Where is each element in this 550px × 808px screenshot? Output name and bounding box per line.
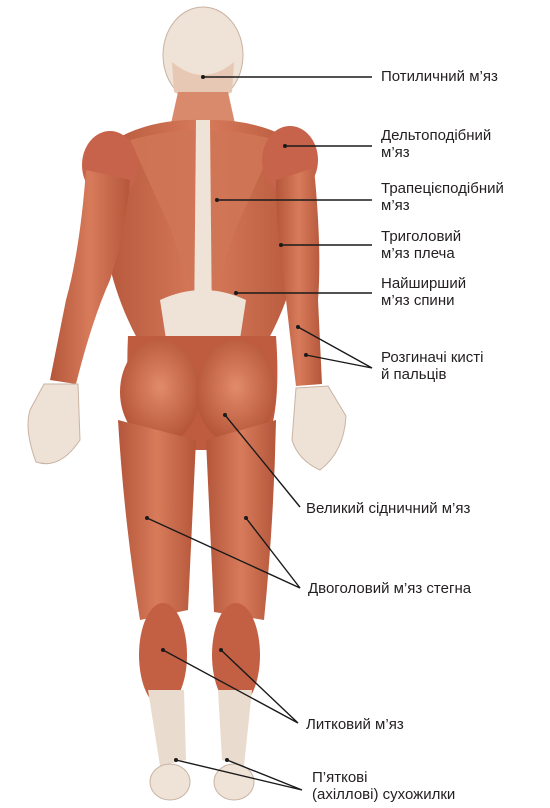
label-occipital: Потиличний м’яз: [381, 68, 498, 85]
dot-occipital: [201, 75, 205, 79]
label-line: (ахіллові) сухожилки: [312, 786, 455, 803]
left-hand: [28, 384, 80, 464]
label-line: Литковий м’яз: [306, 716, 404, 733]
label-latissimus: Найширший м’яз спини: [381, 275, 466, 309]
label-achilles: П’яткові (ахіллові) сухожилки: [312, 769, 455, 803]
human-figure-back-view: [28, 7, 346, 800]
dot-biceps-femoris-2: [244, 516, 248, 520]
dot-calf-2: [219, 648, 223, 652]
label-biceps-femoris: Двоголовий м’яз стегна: [308, 580, 471, 597]
dot-extensors-1: [296, 325, 300, 329]
dot-achilles-2: [225, 758, 229, 762]
label-line: Двоголовий м’яз стегна: [308, 580, 471, 597]
label-line: й пальців: [381, 366, 484, 383]
dot-achilles-1: [174, 758, 178, 762]
dot-trapezius: [215, 198, 219, 202]
label-extensors: Розгиначі кисті й пальців: [381, 349, 484, 383]
dot-latissimus: [234, 291, 238, 295]
dot-extensors-2: [304, 353, 308, 357]
label-calf: Литковий м’яз: [306, 716, 404, 733]
left-lower-leg: [148, 690, 186, 766]
dot-calf-1: [161, 648, 165, 652]
label-triceps: Триголовий м’яз плеча: [381, 228, 461, 262]
label-trapezius: Трапецієподібний м’яз: [381, 180, 504, 214]
label-line: м’яз плеча: [381, 245, 461, 262]
label-line: м’яз спини: [381, 292, 466, 309]
label-line: П’яткові: [312, 769, 455, 786]
label-line: Великий сідничний м’яз: [306, 500, 470, 517]
label-line: Найширший: [381, 275, 466, 292]
right-thigh: [206, 420, 276, 620]
label-line: Потиличний м’яз: [381, 68, 498, 85]
left-thigh: [118, 420, 196, 620]
left-foot: [150, 764, 190, 800]
label-line: Триголовий: [381, 228, 461, 245]
dot-triceps: [279, 243, 283, 247]
right-foot: [214, 764, 254, 800]
label-line: Розгиначі кисті: [381, 349, 484, 366]
right-hand: [292, 386, 346, 470]
label-gluteus: Великий сідничний м’яз: [306, 500, 470, 517]
right-lower-leg: [218, 690, 252, 766]
label-line: м’яз: [381, 197, 504, 214]
label-line: Дельтоподібний: [381, 127, 491, 144]
dot-biceps-femoris-1: [145, 516, 149, 520]
dot-deltoid: [283, 144, 287, 148]
label-deltoid: Дельтоподібний м’яз: [381, 127, 491, 161]
dot-gluteus: [223, 413, 227, 417]
label-line: м’яз: [381, 144, 491, 161]
label-line: Трапецієподібний: [381, 180, 504, 197]
